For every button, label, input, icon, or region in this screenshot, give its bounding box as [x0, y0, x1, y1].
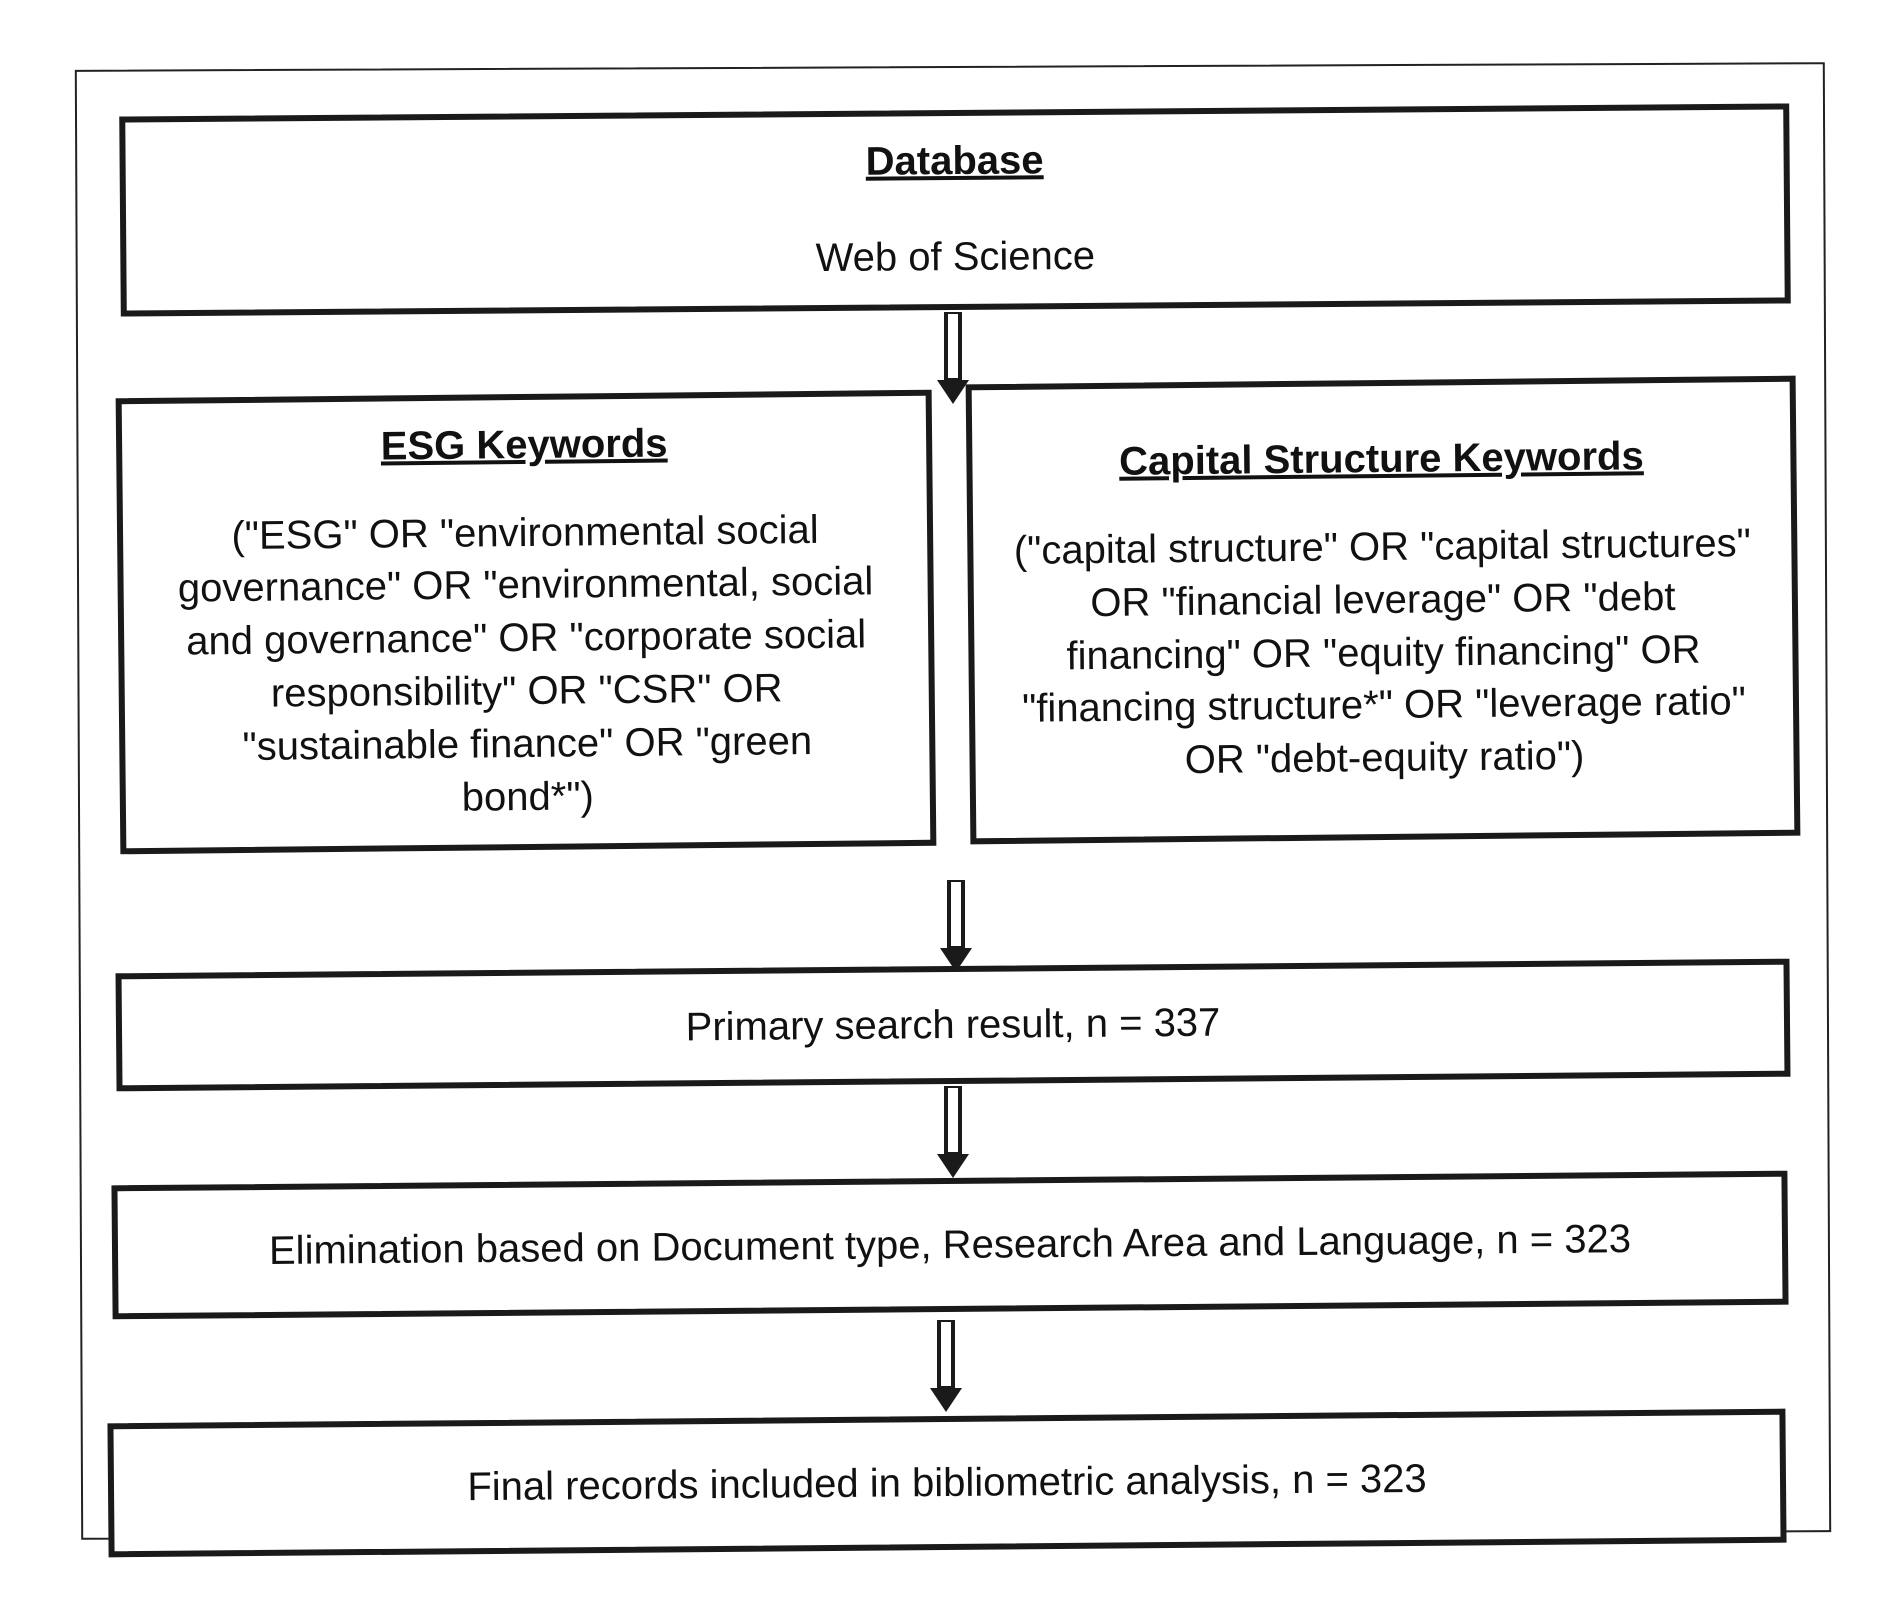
arrow-keywords-to-primary — [936, 880, 976, 974]
primary-search-text: Primary search result, n = 337 — [685, 1000, 1221, 1049]
esg-keywords-query: ("ESG" OR "environmental social governan… — [177, 507, 874, 820]
esg-keywords-box: ESG Keywords ("ESG" OR "environmental so… — [115, 389, 937, 855]
primary-search-box: Primary search result, n = 337 — [115, 958, 1791, 1092]
capital-structure-keywords-query: ("capital structure" OR "capital structu… — [1013, 521, 1752, 783]
elimination-text: Elimination based on Document type, Rese… — [268, 1216, 1632, 1273]
elimination-box: Elimination based on Document type, Rese… — [111, 1170, 1789, 1320]
final-records-text: Final records included in bibliometric a… — [467, 1456, 1427, 1509]
arrow-elimination-to-final — [926, 1320, 966, 1414]
capital-structure-keywords-title: Capital Structure Keywords — [1118, 434, 1644, 484]
capital-structure-keywords-box: Capital Structure Keywords ("capital str… — [965, 375, 1801, 845]
arrow-primary-to-elimination — [933, 1086, 973, 1180]
database-name: Web of Science — [815, 233, 1096, 280]
database-box: Database Web of Science — [119, 103, 1791, 317]
database-title: Database — [865, 137, 1044, 184]
final-records-box: Final records included in bibliometric a… — [107, 1408, 1787, 1558]
esg-keywords-title: ESG Keywords — [380, 421, 668, 469]
arrow-database-to-keywords — [933, 312, 973, 406]
